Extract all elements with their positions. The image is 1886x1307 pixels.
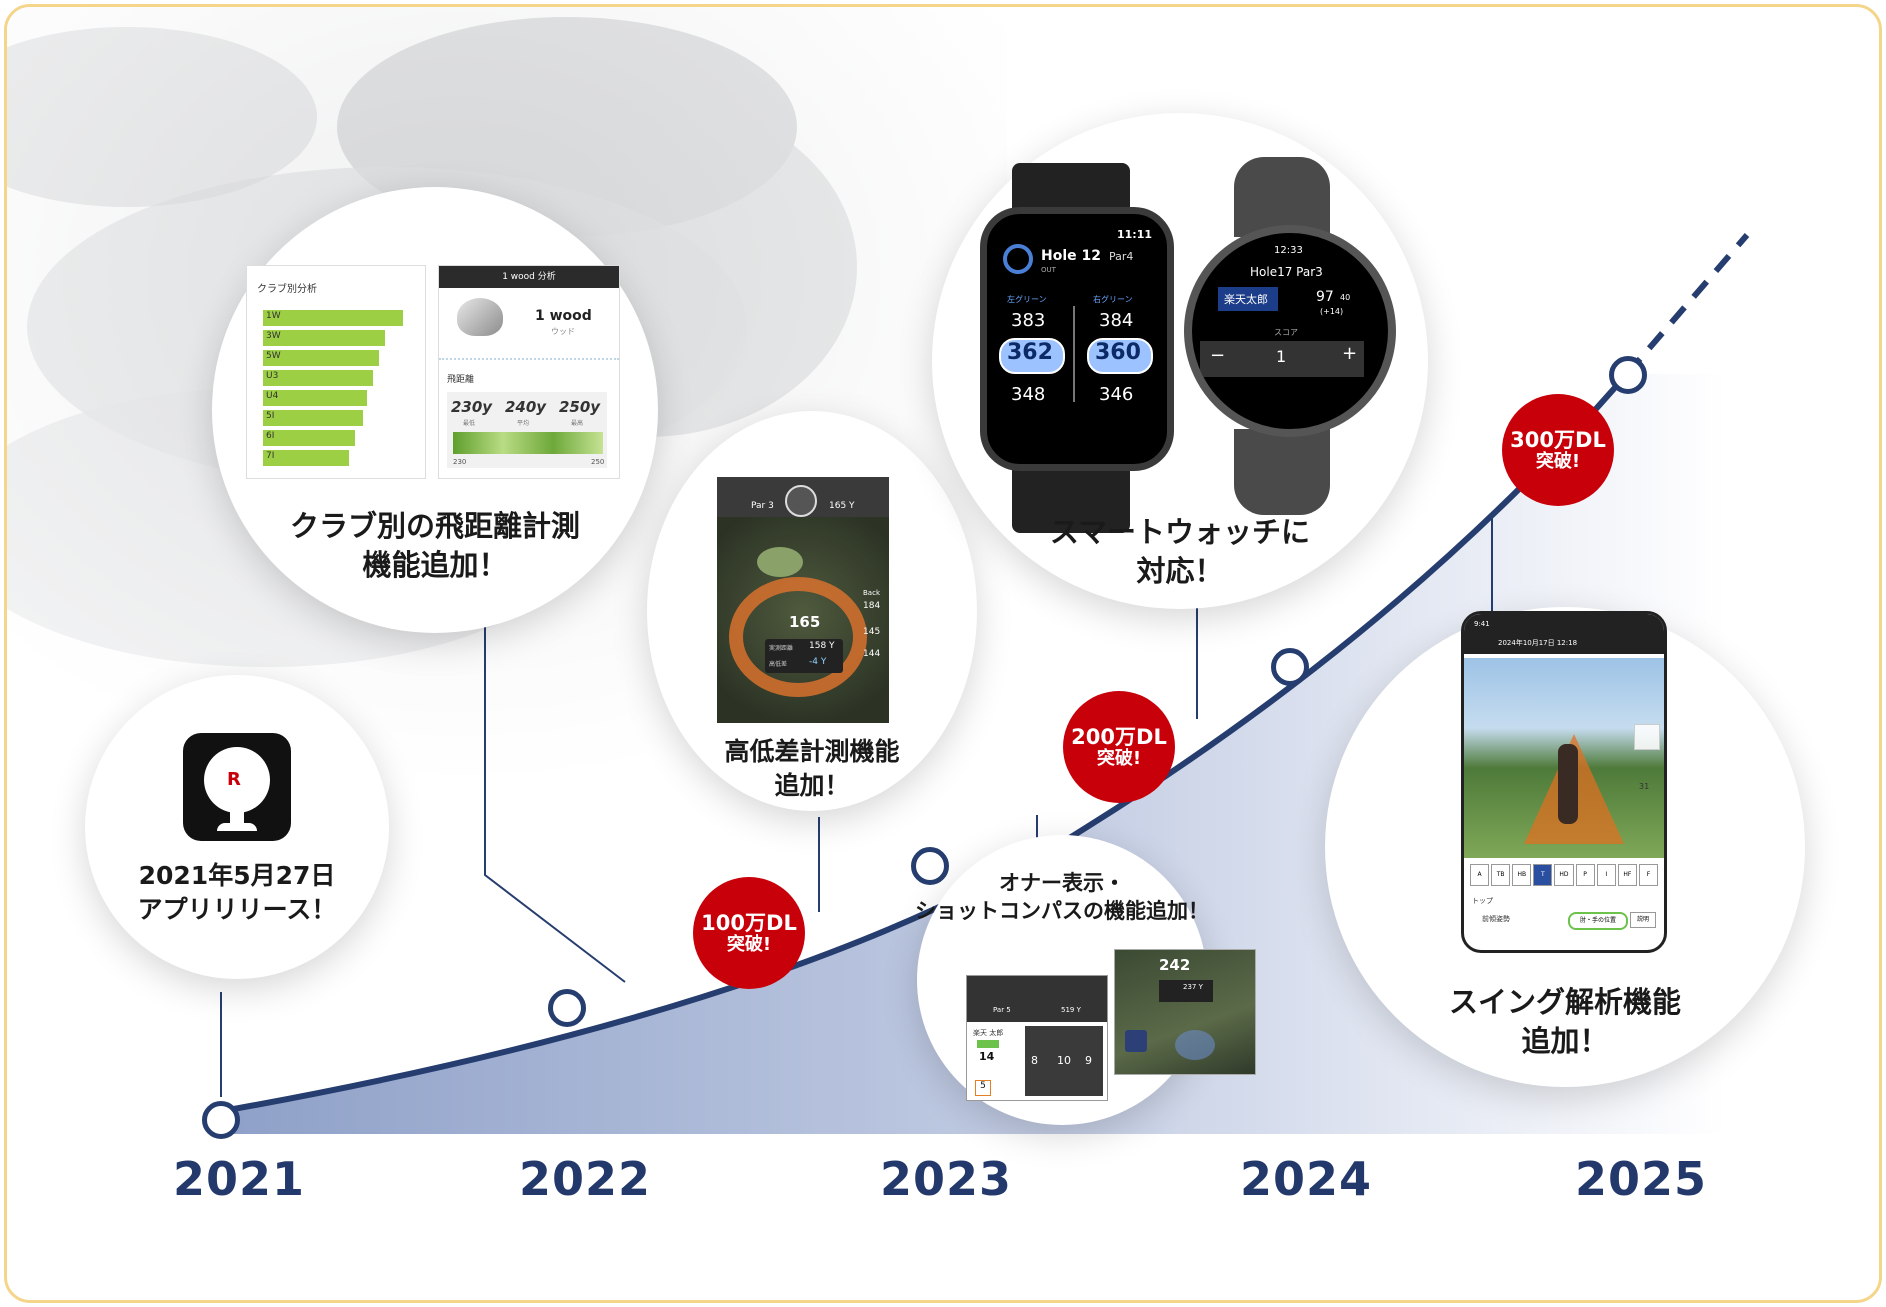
release-caption: 2021年5月27日 アプリリリース！ (137, 861, 337, 924)
timeline-node-2021 (202, 1101, 240, 1139)
elevation-map-screen: Par 3 165 Y 165 実測距離 158 Y 高低差 -4 Y Back… (717, 477, 889, 723)
distance-ring (729, 577, 867, 697)
badge-2m-downloads: 200万DL 突破! (1063, 691, 1175, 803)
milestone-release: R 2021年5月27日 アプリリリース！ (85, 675, 389, 979)
apple-watch-screen: 11:11 Hole 12 Par4 OUT 左グリーン 右グリーン 383 3… (980, 207, 1174, 471)
score-minus-button[interactable]: − (1210, 345, 1226, 366)
year-label-2024: 2024 (1240, 1152, 1373, 1206)
swing-frame-strip: A TB HB T HD P I HF F (1470, 864, 1658, 886)
timeline-panel: 2021 2022 2023 2024 2025 R 2021年5月27日 アプ… (4, 4, 1882, 1303)
year-label-2021: 2021 (173, 1152, 306, 1206)
timeline-node-2025 (1609, 356, 1647, 394)
milestone-swing-analysis: 9:41 2024年10月17日 12:18 31 A TB HB T HD P… (1325, 607, 1805, 1087)
distance-range-bar (453, 432, 603, 454)
swing-analysis-screen: 9:41 2024年10月17日 12:18 31 A TB HB T HD P… (1461, 611, 1667, 953)
badge-3m-downloads: 300万DL 突破! (1502, 394, 1614, 506)
score-value: 1 (1276, 347, 1287, 366)
driver-head-icon (457, 298, 503, 336)
round-watch-band-top (1234, 157, 1330, 237)
honor-scorecard-screen: Par 5 519 Y 楽天 太郎 14 8 10 9 5 (966, 975, 1108, 1101)
timeline-node-2023 (911, 847, 949, 885)
club-distance-caption: クラブ別の飛距離計測 機能追加！ (289, 509, 580, 583)
score-plus-button[interactable]: + (1342, 343, 1358, 364)
connector-lines (220, 517, 1493, 1097)
round-watch-screen: 12:33 Hole17 Par3 楽天太郎 97 40 (+14) スコア −… (1184, 225, 1396, 437)
club-list-screen: クラブ別分析 1W 3W 5W U3 U4 5I 6I 7I (246, 265, 426, 479)
green-area (757, 547, 803, 577)
timeline-node-2022 (548, 989, 586, 1027)
milestone-elevation: Par 3 165 Y 165 実測距離 158 Y 高低差 -4 Y Back… (647, 411, 977, 811)
timeline-node-2024 (1271, 648, 1309, 686)
year-label-2022: 2022 (519, 1152, 652, 1206)
honor-caption: オナー表示・ ショットコンパスの機能追加！ (915, 871, 1209, 924)
milestone-smartwatch: 11:11 Hole 12 Par4 OUT 左グリーン 右グリーン 383 3… (932, 113, 1428, 609)
round-watch-band-bottom (1234, 429, 1330, 515)
elevation-caption: 高低差計測機能 追加！ (724, 737, 900, 800)
badge-1m-downloads: 100万DL 突破! (693, 877, 805, 989)
future-dashed-line (1624, 233, 1750, 376)
club-detail-screen: 1 wood 分析 1 wood ウッド 飛距離 230y 240y 250y … (438, 265, 620, 479)
year-label-2025: 2025 (1575, 1152, 1708, 1206)
swing-analysis-caption: スイング解析機能 追加！ (1448, 985, 1681, 1059)
golfer-figure (1558, 744, 1578, 824)
milestone-honor-compass: オナー表示・ ショットコンパスの機能追加！ Par 5 519 Y 楽天 太郎 … (915, 835, 1256, 1125)
milestone-club-distance: クラブ別分析 1W 3W 5W U3 U4 5I 6I 7I 1 wood 分析… (212, 187, 658, 633)
year-label-2023: 2023 (880, 1152, 1013, 1206)
rakuten-golf-app-icon: R (183, 733, 291, 841)
smartwatch-caption: スマートウォッチに 対応！ (1049, 515, 1311, 589)
shot-compass-screen: 242 237 Y (1114, 949, 1256, 1075)
